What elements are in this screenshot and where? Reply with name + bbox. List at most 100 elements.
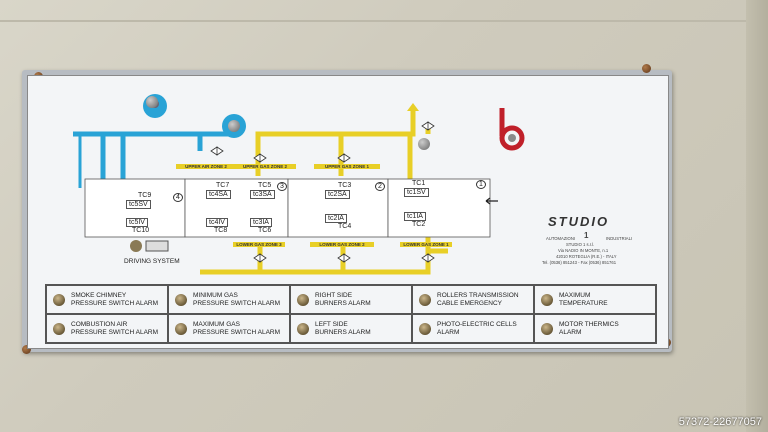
alarm-lamp-icon: [53, 323, 65, 335]
valve-icons: [210, 121, 435, 263]
alarm-line: ROLLERS TRANSMISSION: [437, 292, 519, 299]
alarm-line: PRESSURE SWITCH ALARM: [71, 329, 159, 336]
zone-tag-lower-gas-1: LOWER GAS ZONE 1: [400, 242, 452, 247]
zone-tag-upper-air: UPPER AIR ZONE 2: [176, 164, 236, 169]
alarm-lamp-icon: [175, 323, 187, 335]
tc4iv-label: tc4IV: [206, 218, 228, 227]
zone-number-2: 2: [375, 182, 385, 191]
direction-arrow-icon: [485, 197, 498, 205]
tc3sa-label: tc3SA: [250, 190, 275, 199]
alarm-line: PRESSURE SWITCH ALARM: [193, 329, 281, 336]
sensor-knob-icon: [146, 96, 158, 108]
brand-line-3: 42010 ROTEGLIA (R.E.) - ITALY: [556, 254, 617, 259]
brand-right-tag: INDUSTRIALI: [606, 236, 633, 241]
alarm-line: BURNERS ALARM: [315, 300, 371, 307]
tc1ia-label: tc1IA: [404, 212, 426, 221]
tc9-label: TC9: [138, 192, 152, 199]
alarm-line: MAXIMUM GAS: [193, 321, 240, 328]
studio-logo: STUDIO: [548, 214, 610, 229]
alarm-line: LEFT SIDE: [315, 321, 348, 328]
tc3-label: TC3: [338, 182, 352, 189]
motor-lamp-icon: [130, 240, 142, 252]
alarm-lamp-icon: [541, 294, 553, 306]
zone-tag-lower-gas-2: LOWER GAS ZONE 2: [310, 242, 374, 247]
zone-number-4: 4: [173, 193, 183, 202]
brand-mark: 1: [584, 231, 589, 240]
tc4sa-label: tc4SA: [206, 190, 231, 199]
tc2-label: TC2: [412, 221, 426, 228]
alarm-lamp-icon: [419, 294, 431, 306]
alarm-lamp-icon: [419, 323, 431, 335]
alarm-line: TEMPERATURE: [559, 300, 608, 307]
alarm-line: ALARM: [559, 329, 582, 336]
alarm-line: MAXIMUM: [559, 292, 591, 299]
burner-fan-logo: [499, 108, 525, 151]
driving-system-label: DRIVING SYSTEM: [124, 258, 180, 265]
tc1sv-label: tc1SV: [404, 188, 429, 197]
alarm-lamp-icon: [297, 323, 309, 335]
cabinet-edge: [746, 0, 768, 432]
tc10-label: TC10: [132, 227, 150, 234]
tc1-label: TC1: [412, 180, 426, 187]
alarm-line: PHOTO-ELECTRIC CELLS: [437, 321, 517, 328]
alarm-line: ALARM: [437, 329, 460, 336]
tc4-label: TC4: [338, 223, 352, 230]
listing-watermark: 57372-22677057: [678, 416, 762, 428]
alarm-line: MOTOR THERMICS: [559, 321, 619, 328]
furnace-diagram: [73, 94, 525, 275]
tc8-label: TC8: [214, 227, 228, 234]
tc6-label: TC6: [258, 227, 272, 234]
alarm-line: MINIMUM GAS: [193, 292, 238, 299]
brand-line-2: Via NADIO IN MONTE, n.1: [558, 248, 609, 253]
zone-number-3: 3: [277, 182, 287, 191]
tc5iv-label: tc5IV: [126, 218, 148, 227]
alarm-lamp-icon: [297, 294, 309, 306]
brand-left-tag: AUTOMAZIONI: [546, 236, 576, 241]
alarm-line: PRESSURE SWITCH ALARM: [193, 300, 281, 307]
alarm-line: COMBUSTION AIR: [71, 321, 128, 328]
tc5-label: TC5: [258, 182, 272, 189]
alarm-line: PRESSURE SWITCH ALARM: [71, 300, 159, 307]
sensor-knob-icon: [228, 120, 240, 132]
screw-icon: [22, 345, 31, 354]
tc7-label: TC7: [216, 182, 230, 189]
motor-icon: [145, 240, 169, 252]
tc2sa-label: tc2SA: [325, 190, 350, 199]
air-pipes: [73, 118, 236, 188]
alarm-lamp-icon: [541, 323, 553, 335]
synoptic-panel: UPPER AIR ZONE 2 UPPER GAS ZONE 2 UPPER …: [27, 75, 669, 349]
upper-gas-pipes: [255, 111, 431, 186]
tc2ia-label: tc2IA: [325, 214, 347, 223]
brand-line-4: Tel. (0536) 851243 - Fax (0536) 851761: [542, 260, 617, 265]
alarm-lamp-icon: [53, 294, 65, 306]
alarm-line: BURNERS ALARM: [315, 329, 371, 336]
cabinet-seam: [0, 20, 768, 22]
screw-icon: [642, 64, 651, 73]
zone-tag-upper-gas-2: UPPER GAS ZONE 2: [234, 164, 296, 169]
tc5sv-label: tc5SV: [126, 200, 151, 209]
zone-tag-lower-gas-3: LOWER GAS ZONE 3: [233, 242, 285, 247]
alarm-line: SMOKE CHIMNEY: [71, 292, 127, 299]
alarm-lamp-icon: [175, 294, 187, 306]
control-panel-plate: UPPER AIR ZONE 2 UPPER GAS ZONE 2 UPPER …: [22, 64, 672, 354]
fan-hub-icon: [508, 134, 516, 142]
brand-line-1: STUDIO 1 s.r.l.: [566, 242, 595, 247]
tc3ia-label: tc3IA: [250, 218, 272, 227]
alarm-line: RIGHT SIDE: [315, 292, 353, 299]
chimney-arrow-icon: [407, 103, 419, 111]
zone-tag-upper-gas-1: UPPER GAS ZONE 1: [314, 164, 380, 169]
sensor-knob-icon: [418, 138, 430, 150]
zone-number-1: 1: [476, 180, 486, 189]
alarm-line: CABLE EMERGENCY: [437, 300, 503, 307]
